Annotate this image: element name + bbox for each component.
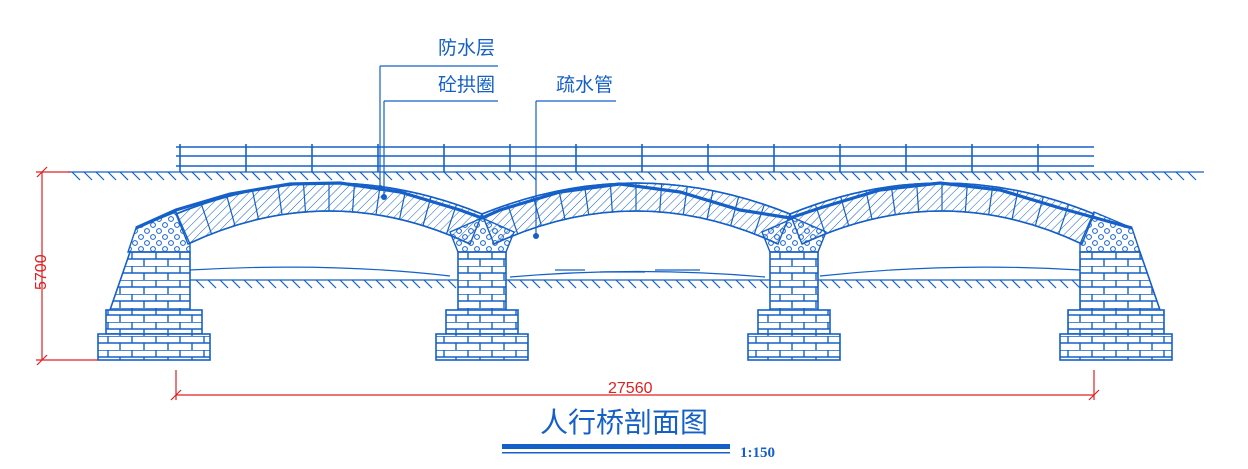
drawing-title: 人行桥剖面图 [540, 406, 708, 439]
arch-ring-label: 砼拱圈 [438, 74, 495, 96]
riverbed [189, 266, 1081, 289]
railing [176, 144, 1094, 172]
scale-text: 1:150 [740, 445, 775, 461]
span-dimension [170, 370, 1100, 401]
waterproof-label: 防水层 [438, 37, 495, 59]
title-underline [502, 444, 730, 449]
height-dimension-text: 5700 [33, 254, 50, 290]
ground-line [68, 171, 1204, 181]
title-underline-thin [502, 452, 730, 454]
callout-leaders [379, 65, 616, 236]
span-dimension-text: 27560 [608, 380, 653, 397]
height-dimension [36, 166, 98, 366]
waterproof-layer [135, 181, 1133, 230]
piers [97, 211, 1173, 361]
arch-spans [175, 182, 1095, 245]
drain-pipe-label: 疏水管 [556, 74, 613, 96]
callout-dots [377, 185, 539, 239]
